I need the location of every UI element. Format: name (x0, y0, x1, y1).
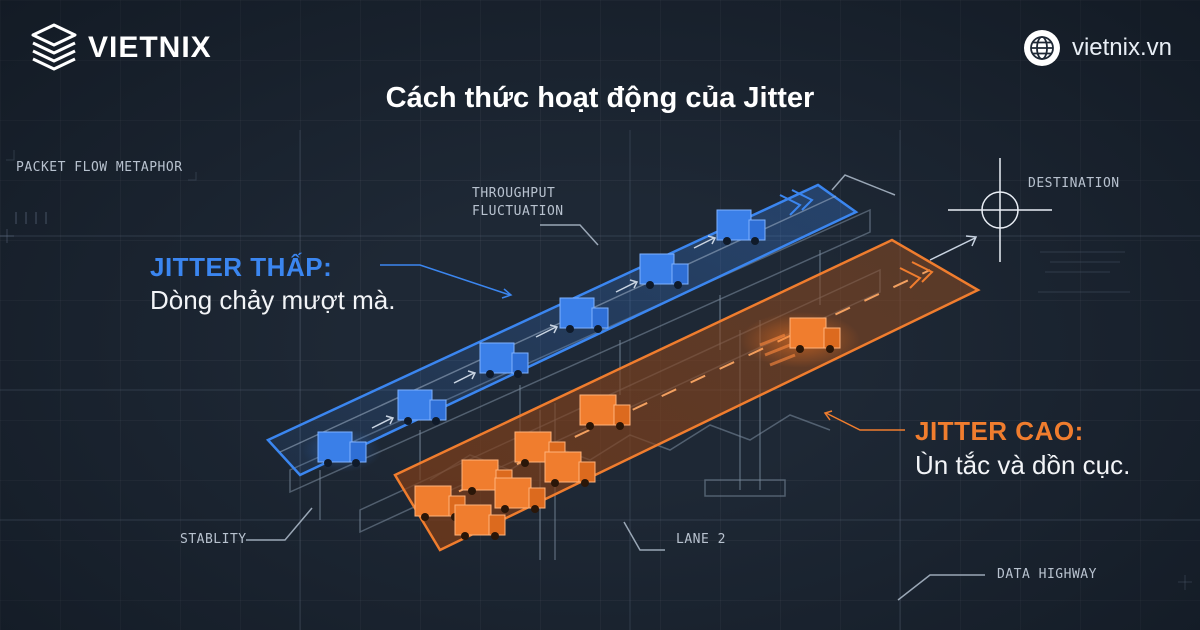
orange-trucks (414, 312, 860, 540)
packet-truck-6 (716, 209, 766, 245)
label-destination: DESTINATION (1028, 176, 1120, 191)
jam-truck-5 (494, 477, 546, 513)
blueprint-lines (0, 130, 1200, 630)
stacked-layers-icon (31, 23, 77, 71)
blue-trucks (302, 209, 766, 472)
page-title: Cách thức hoạt động của Jitter (385, 82, 815, 114)
packet-truck-3 (479, 342, 529, 378)
jam-truck-7 (454, 504, 506, 540)
globe-icon (1023, 30, 1060, 66)
website-link[interactable]: vietnix.vn (1023, 30, 1172, 66)
crosshair-icon (948, 158, 1052, 262)
label-fluctuation: FLUCTUATION (472, 204, 564, 219)
label-throughput: THROUGHPUT (472, 186, 556, 201)
fast-packet-truck (789, 317, 841, 353)
jam-truck-3 (544, 451, 596, 487)
website-url: vietnix.vn (1071, 34, 1172, 61)
jam-truck-1 (579, 394, 631, 430)
brand-name: VIETNIX (88, 31, 212, 64)
high-jitter-text: Ùn tắc và dồn cục. (915, 450, 1131, 480)
label-lane-2: LANE 2 (676, 532, 726, 547)
low-jitter-text: Dòng chảy mượt mà. (150, 285, 396, 315)
label-data-highway: DATA HIGHWAY (997, 567, 1097, 582)
packet-truck-4 (559, 297, 609, 333)
jam-truck-6 (414, 485, 466, 521)
low-jitter-heading: JITTER THẤP: (150, 252, 333, 282)
label-packet-flow: PACKET FLOW METAPHOR (16, 160, 183, 175)
leader-lines (246, 174, 985, 601)
high-jitter-heading: JITTER CAO: (915, 416, 1084, 446)
packet-truck-5 (639, 253, 689, 289)
packet-truck-1 (317, 431, 367, 467)
lane-dashes (429, 269, 931, 506)
brand-logo[interactable]: VIETNIX (30, 22, 212, 74)
packet-truck-2 (397, 389, 447, 425)
label-stability: STABLITY (180, 532, 247, 547)
